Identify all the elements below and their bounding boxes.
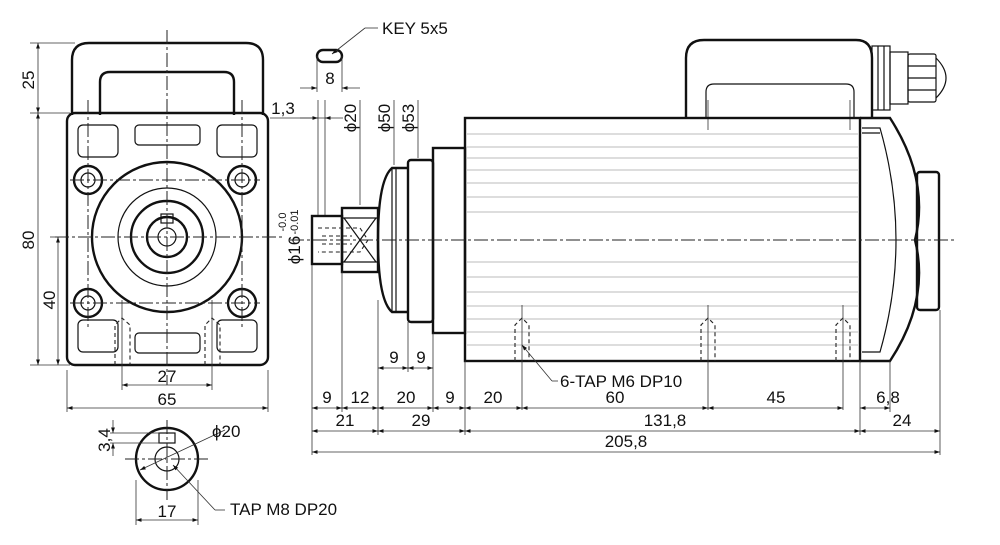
side-cable-box: [684, 38, 874, 118]
shaft-end-view: 3,4 ϕ20 17 TAP M8 DP20: [95, 420, 337, 525]
label-tap-m6: 6-TAP M6 DP10: [560, 372, 682, 391]
front-dimensions: 25 80 40 27 65: [19, 42, 269, 412]
dim-9-b: 9: [416, 348, 425, 367]
dim-65: 65: [158, 390, 177, 409]
dim-205-8: 205,8: [605, 432, 648, 451]
dim-27: 27: [158, 367, 177, 386]
dim-6-8: 6,8: [876, 388, 900, 407]
side-dimensions: 1,3 ϕ20 ϕ50 ϕ53 ϕ16 -0.0 -0.01 9 9: [270, 99, 941, 455]
side-rear-boss: [915, 170, 941, 312]
dim-20-b: 20: [484, 388, 503, 407]
dim-45: 45: [767, 388, 786, 407]
front-tapped-holes: [114, 300, 221, 390]
front-bolt-holes: [72, 164, 258, 319]
dim-phi20-top: ϕ20: [341, 104, 360, 132]
dim-29: 29: [412, 411, 431, 430]
front-view: [55, 30, 285, 390]
dim-phi50: ϕ50: [375, 104, 394, 132]
dim-3-4: 3,4: [95, 428, 114, 452]
dim-20-a: 20: [397, 388, 416, 407]
key-detail: 8 KEY 5x5: [300, 19, 448, 92]
key-shape: [315, 48, 344, 64]
front-slot-tr: [216, 124, 258, 158]
dim-12: 12: [351, 388, 370, 407]
dim-1-3: 1,3: [271, 99, 295, 118]
side-tapped-holes: [514, 305, 851, 410]
dim-17: 17: [158, 502, 177, 521]
dim-8: 8: [325, 69, 334, 88]
front-slot-bl: [77, 319, 119, 353]
tol-lower: -0.01: [289, 209, 301, 234]
label-key: KEY 5x5: [382, 19, 448, 38]
dim-phi20-small: ϕ20: [212, 422, 240, 441]
front-slot-br: [216, 319, 258, 353]
side-cooling-fins: [467, 133, 858, 346]
dim-9-d: 9: [445, 388, 454, 407]
dim-131-8: 131,8: [644, 411, 687, 430]
side-bearing-cap: [406, 158, 435, 324]
front-slot-tl: [77, 124, 119, 158]
dim-9-c: 9: [322, 388, 331, 407]
side-cable-gland: [871, 45, 947, 111]
dim-24: 24: [893, 411, 912, 430]
label-tap-m8: TAP M8 DP20: [230, 500, 337, 519]
dim-9-a: 9: [389, 348, 398, 367]
dim-21: 21: [336, 411, 355, 430]
dim-60: 60: [606, 388, 625, 407]
dim-phi53: ϕ53: [399, 104, 418, 132]
dim-phi16: ϕ16: [285, 236, 304, 264]
dim-40: 40: [40, 291, 59, 310]
side-view: [290, 38, 955, 410]
dim-80: 80: [19, 231, 38, 250]
tol-upper: -0.0: [277, 213, 289, 232]
dim-25: 25: [19, 71, 38, 90]
